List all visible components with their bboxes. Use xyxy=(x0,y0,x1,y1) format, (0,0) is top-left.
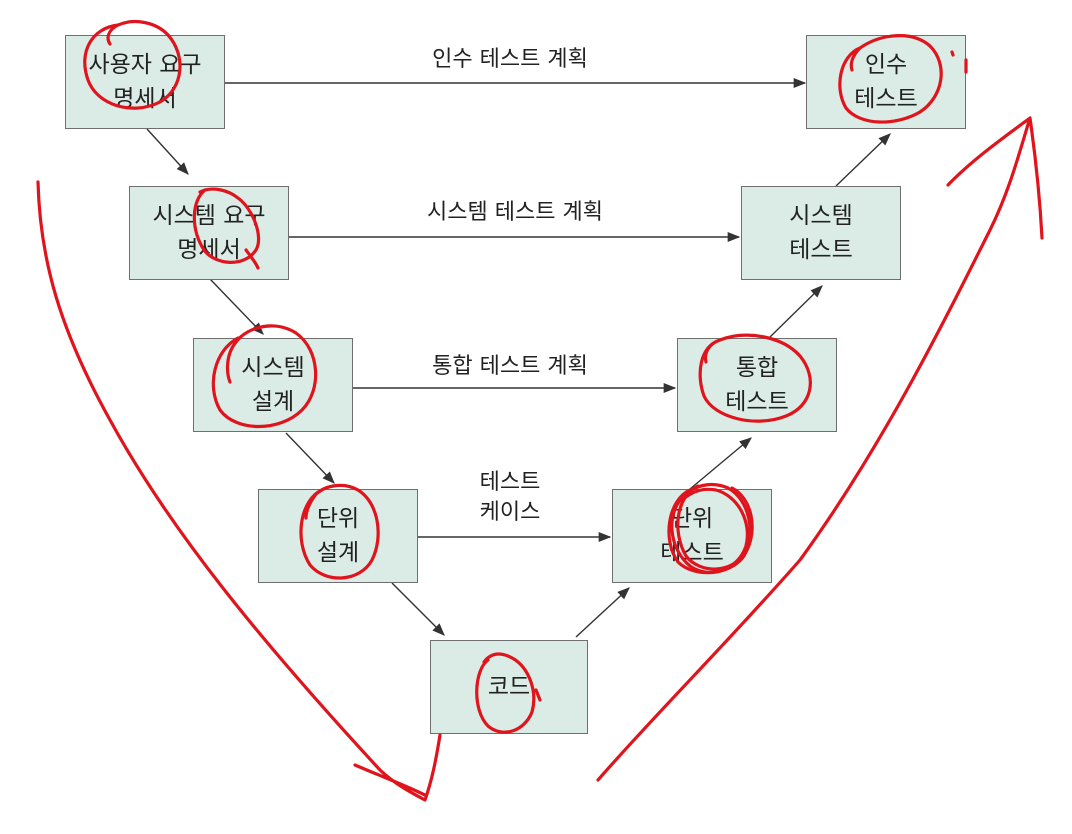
arrow-integration-test-to-system-test xyxy=(769,285,823,338)
annotation-circle-sys-design xyxy=(211,324,318,428)
node-integration-test-label: 통합 테스트 xyxy=(725,355,789,415)
node-unit-test-label: 단위 테스트 xyxy=(660,506,724,566)
arrow-sys-design-to-unit-design xyxy=(285,432,335,484)
annotation-circle-unit-design xyxy=(299,483,380,580)
arrow-user-req-to-sys-req xyxy=(146,128,189,175)
annotation-circle-unit-test-2 xyxy=(670,487,749,574)
arrow-sys-req-to-sys-design xyxy=(209,278,264,335)
arrow-unit-design-to-code xyxy=(391,582,445,636)
node-system-design-label: 시스템 설계 xyxy=(241,355,305,415)
annotation-tick-acceptance xyxy=(950,50,968,74)
edge-label-test-case: 테스트 케이스 xyxy=(479,470,541,525)
annotation-tick-code xyxy=(534,688,542,702)
annotation-left-descending-stroke xyxy=(36,180,442,802)
arrow-system-test-to-acceptance-test xyxy=(835,133,891,187)
annotation-circle-integration-test xyxy=(698,333,812,423)
annotation-right-ascending-stroke xyxy=(596,116,1044,782)
node-acceptance-test-label: 인수 테스트 xyxy=(854,52,918,112)
node-code-label: 코드 xyxy=(487,674,531,700)
arrow-code-to-unit-test xyxy=(575,587,630,638)
node-system-requirements-spec-label: 시스템 요구 명세서 xyxy=(152,203,266,263)
edge-label-system-plan: 시스템 테스트 계획 xyxy=(427,200,603,225)
node-system-test: 시스템 테스트 xyxy=(741,186,901,280)
edge-label-acceptance-plan: 인수 테스트 계획 xyxy=(432,47,588,72)
node-system-test-label: 시스템 테스트 xyxy=(789,203,853,263)
annotation-circle-unit-test-3 xyxy=(676,484,754,571)
annotation-circle-sys-req xyxy=(192,187,261,270)
node-unit-design: 단위 설계 xyxy=(258,489,418,583)
annotation-circle-code xyxy=(475,652,536,734)
edge-label-integration-plan: 통합 테스트 계획 xyxy=(432,354,588,379)
arrow-unit-test-to-integration-test xyxy=(689,437,752,490)
annotation-circle-user-req xyxy=(83,20,182,110)
annotation-circle-acceptance-test xyxy=(838,34,943,124)
node-user-requirements-spec: 사용자 요구 명세서 xyxy=(65,35,225,129)
node-system-requirements-spec: 시스템 요구 명세서 xyxy=(129,186,289,280)
node-unit-design-label: 단위 설계 xyxy=(316,506,360,566)
